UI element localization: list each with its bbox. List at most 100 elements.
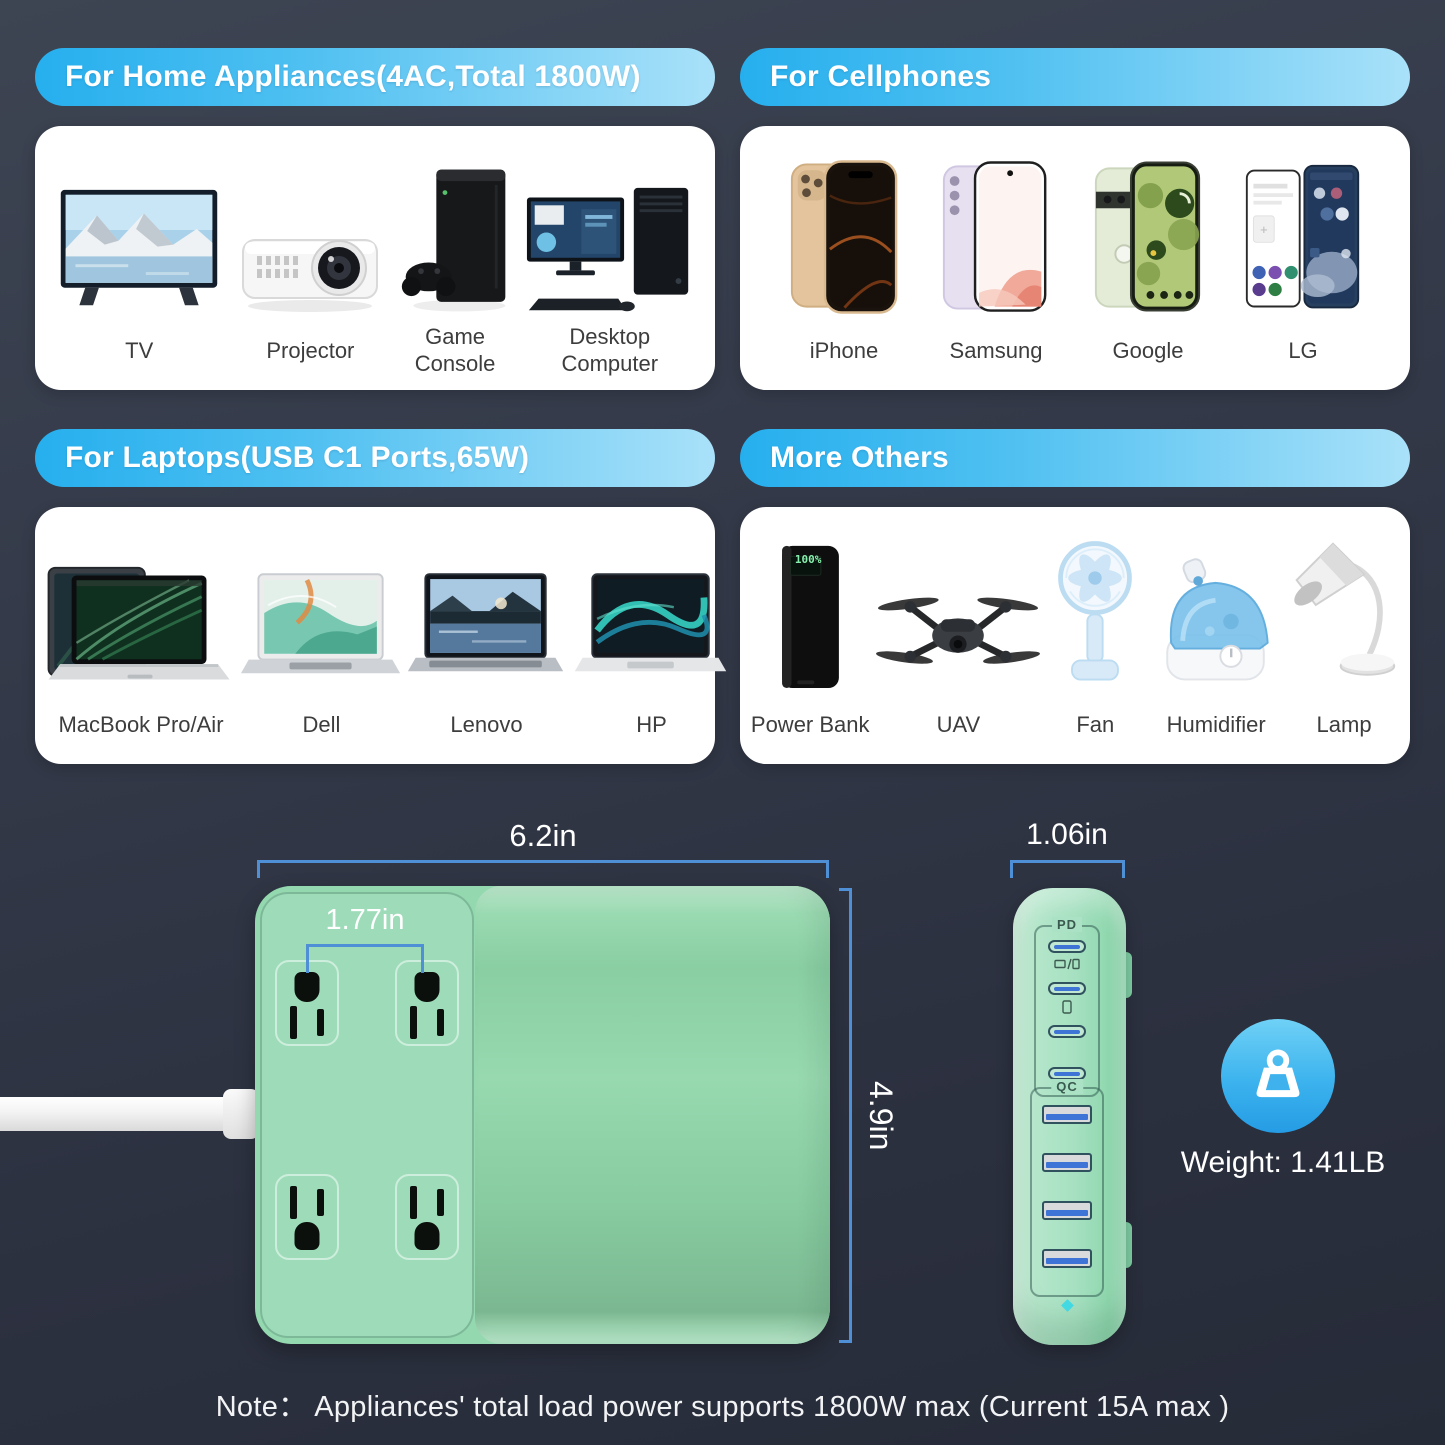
header-cellphones: For Cellphones: [740, 48, 1410, 106]
width-dimension-label: 6.2in: [509, 818, 577, 853]
outlet-ground-hole: [294, 972, 320, 1002]
lamp-image: [1289, 532, 1399, 692]
usb-c-port: [1048, 1025, 1086, 1038]
usb-a-port: [1042, 1105, 1092, 1124]
qc-port-group: QC: [1030, 1079, 1104, 1297]
game-console-image: [398, 158, 513, 318]
list-item-projector: Projector: [235, 168, 385, 380]
item-label: Power Bank: [750, 711, 870, 737]
list-item-lg: +: [1244, 150, 1362, 380]
list-item-samsung: Samsung: [940, 150, 1052, 380]
height-dimension-bracket: [839, 888, 865, 1343]
depth-dimension-label: 1.06in: [1026, 818, 1108, 851]
depth-dimension-bracket: [1010, 860, 1125, 878]
power-strip-side-view: PD QC: [1013, 888, 1126, 1345]
list-item-uav: UAV: [872, 532, 1044, 754]
outlet-spacing-bracket: [306, 944, 424, 973]
header-laptops-label: For Laptops(USB C1 Ports,65W): [65, 441, 530, 474]
list-item-lenovo: Lenovo: [404, 542, 569, 754]
outlet-panel: [260, 892, 474, 1338]
outlet-slot: [410, 1006, 417, 1039]
outlet-ground-hole: [414, 1222, 440, 1250]
list-item-desktop-computer: Desktop Computer: [525, 168, 695, 380]
item-label: Game Console: [414, 324, 496, 376]
power-bank-display: 100%: [794, 553, 822, 566]
cellphones-card: iPhone Samsung: [740, 126, 1410, 390]
header-cellphones-label: For Cellphones: [770, 60, 992, 93]
tv-image: [55, 168, 223, 318]
list-item-google: Google: [1092, 150, 1204, 380]
pd-port-group: PD: [1034, 917, 1100, 1097]
dell-laptop-image: [239, 542, 404, 692]
google-phone-image: [1092, 150, 1204, 318]
hp-laptop-image: [569, 542, 734, 692]
ac-outlet-bottom-right: [395, 1174, 459, 1260]
macbook-image: [43, 542, 239, 692]
header-more-others: More Others: [740, 429, 1410, 487]
iphone-image: [788, 150, 900, 318]
item-label: MacBook Pro/Air: [58, 711, 224, 737]
item-label: Lenovo: [450, 711, 523, 737]
laptops-card: MacBook Pro/Air Dell: [35, 507, 727, 764]
lg-phone-image: +: [1244, 150, 1362, 318]
power-cord-boot: [223, 1089, 259, 1139]
item-label: Projector: [266, 337, 355, 363]
usb-c-port: [1048, 940, 1086, 953]
list-item-fan: Fan: [1047, 532, 1143, 754]
usb-a-port: [1042, 1249, 1092, 1268]
laptop-phone-icon: [1054, 958, 1080, 970]
list-item-power-bank: 100% Power Bank: [751, 532, 870, 754]
item-label: iPhone: [809, 337, 879, 363]
item-label: Humidifier: [1166, 711, 1266, 737]
item-label: Desktop Computer: [561, 324, 659, 376]
header-laptops: For Laptops(USB C1 Ports,65W): [35, 429, 715, 487]
header-home-appliances: For Home Appliances(4AC,Total 1800W): [35, 48, 715, 106]
list-item-hp: HP: [569, 542, 734, 754]
power-bank-image: 100%: [765, 532, 855, 692]
pd-label: PD: [1051, 917, 1083, 932]
weight-icon: [1256, 1049, 1300, 1098]
outlet-ground-hole: [414, 972, 440, 1002]
uav-image: [872, 532, 1044, 692]
height-dimension-label: 4.9in: [863, 1080, 899, 1151]
item-label: LG: [1288, 337, 1318, 363]
list-item-iphone: iPhone: [788, 150, 900, 380]
item-label: TV: [125, 337, 154, 363]
header-more-others-label: More Others: [770, 441, 949, 474]
list-item-dell: Dell: [239, 542, 404, 754]
outlet-spacing-label: 1.77in: [325, 904, 405, 936]
lenovo-laptop-image: [404, 542, 569, 692]
header-home-appliances-label: For Home Appliances(4AC,Total 1800W): [65, 60, 641, 93]
usb-a-port: [1042, 1153, 1092, 1172]
power-led: [1061, 1299, 1074, 1312]
ac-outlet-top-right: [395, 960, 459, 1046]
outlet-slot: [317, 1189, 324, 1216]
item-label: UAV: [936, 711, 981, 737]
note-text: Note： Appliances' total load power suppo…: [215, 1391, 1230, 1423]
list-item-lamp: Lamp: [1289, 532, 1399, 754]
outlet-ground-hole: [294, 1222, 320, 1250]
outlet-slot: [290, 1006, 297, 1039]
weight-value: Weight: 1.41LB: [1180, 1146, 1386, 1179]
item-label: Fan: [1076, 711, 1115, 737]
item-label: Samsung: [949, 337, 1043, 363]
usb-a-port: [1042, 1201, 1092, 1220]
humidifier-image: [1146, 532, 1286, 692]
more-others-card: 100% Power Bank: [740, 507, 1410, 764]
list-item-game-console: Game Console: [398, 158, 513, 380]
phone-icon: [1062, 1000, 1072, 1014]
item-label: Google: [1112, 337, 1184, 363]
power-strip-body-shading: [475, 886, 830, 1344]
item-label: Dell: [302, 711, 341, 737]
outlet-slot: [437, 1189, 444, 1216]
list-item-humidifier: Humidifier: [1146, 532, 1286, 754]
samsung-image: [940, 150, 1052, 318]
list-item-tv: TV: [55, 168, 223, 380]
outlet-slot: [437, 1009, 444, 1036]
fan-image: [1047, 532, 1143, 692]
outlet-slot: [290, 1186, 297, 1219]
power-cord: [0, 1097, 238, 1131]
qc-label: QC: [1051, 1079, 1083, 1094]
projector-image: [235, 168, 385, 318]
